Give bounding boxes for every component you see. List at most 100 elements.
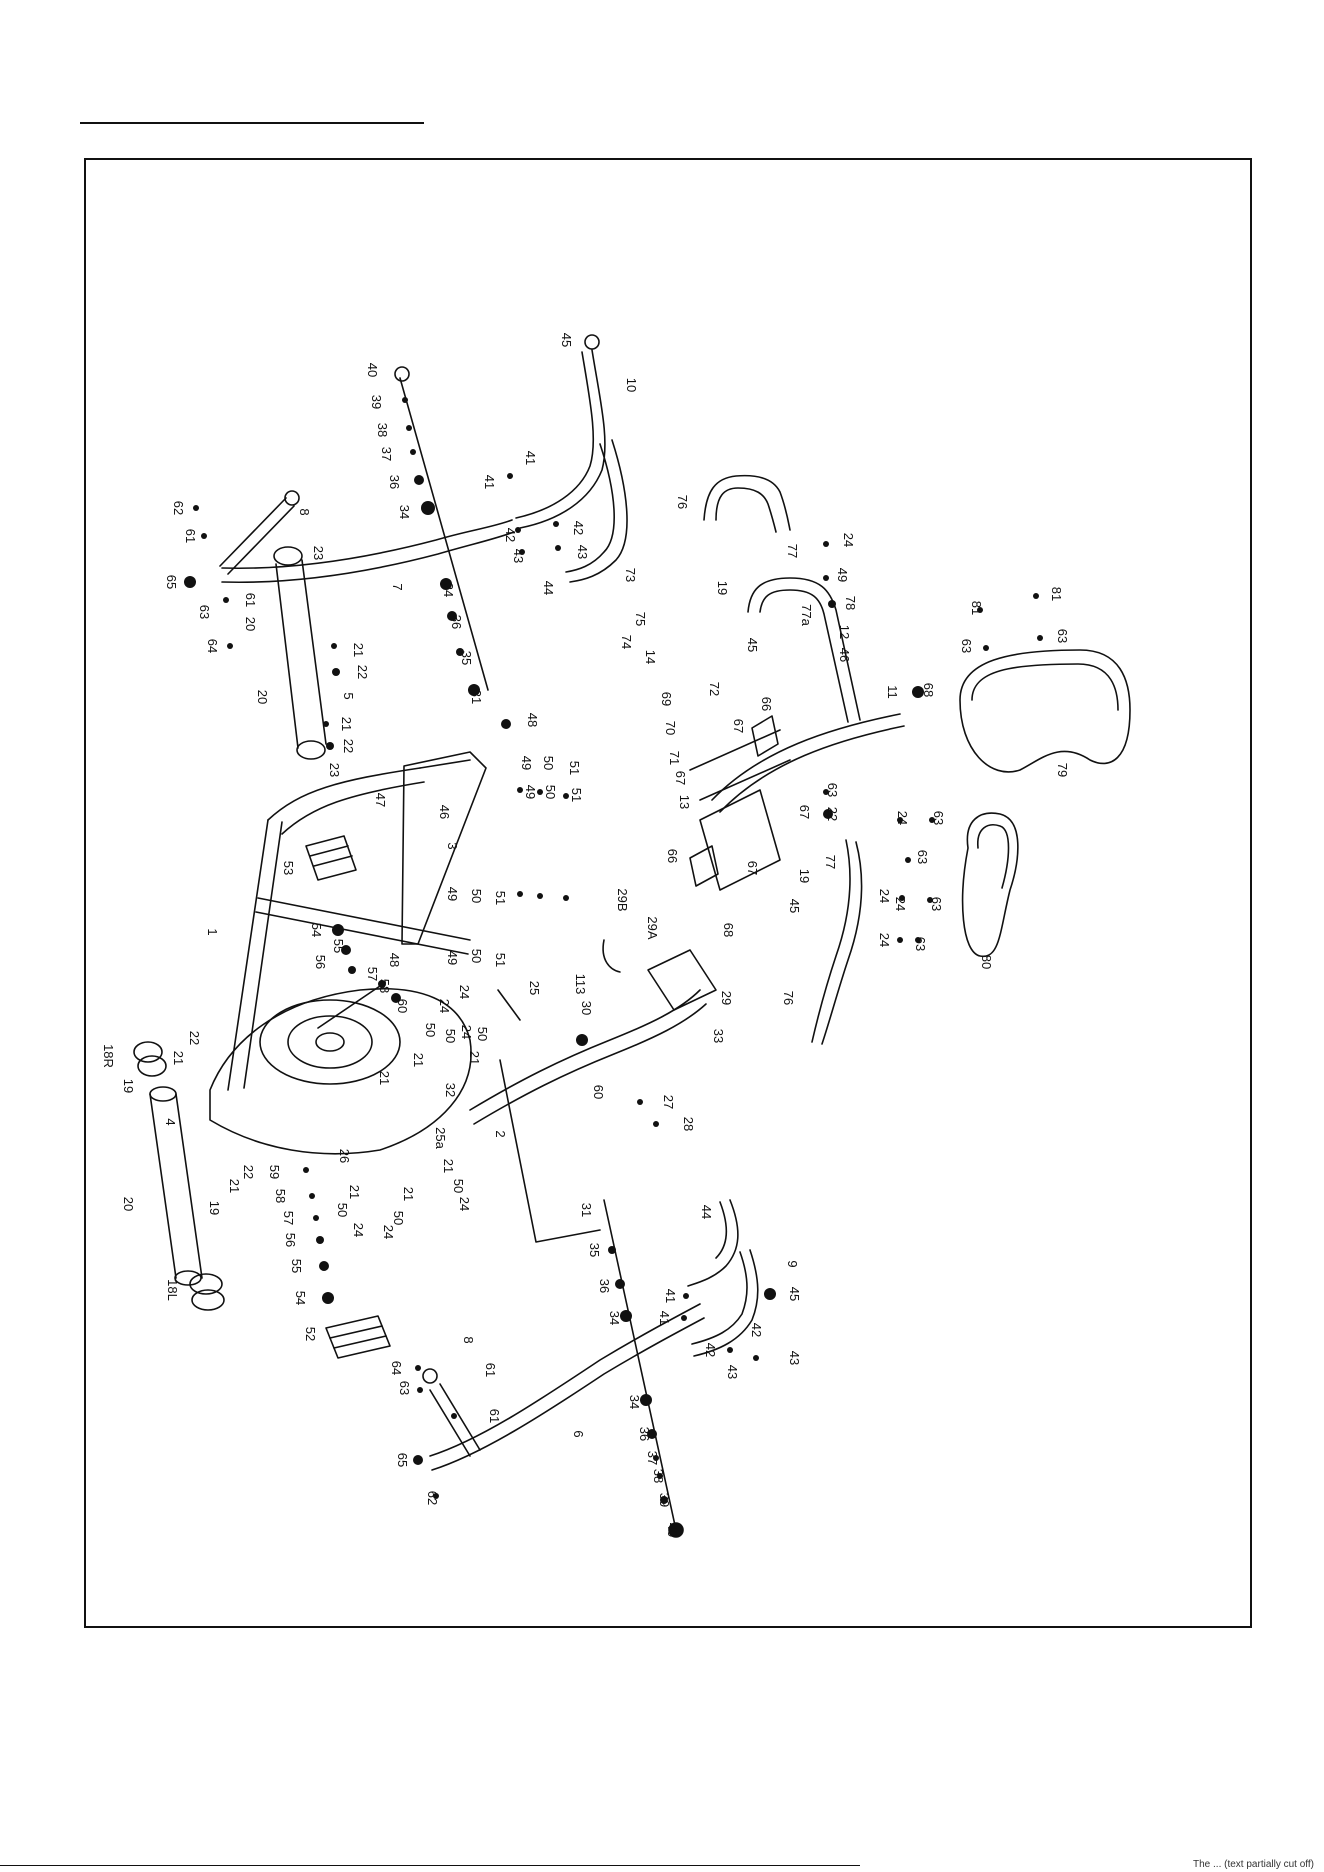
part-label-36: 36 — [387, 475, 402, 489]
part-label-77: 77 — [785, 544, 800, 558]
part-label-44: 44 — [541, 581, 556, 595]
part-label-62: 62 — [171, 501, 186, 515]
part-label-76: 76 — [675, 495, 690, 509]
part-label-67: 67 — [731, 719, 746, 733]
part-label-50: 50 — [541, 756, 556, 770]
part-label-63: 63 — [1055, 629, 1070, 643]
part-label-41: 41 — [482, 475, 497, 489]
handlebar-tube-10 — [519, 349, 606, 529]
part-label-67: 67 — [745, 861, 760, 875]
part-label-31: 31 — [579, 1203, 594, 1217]
part-label-22: 22 — [187, 1031, 202, 1045]
part-label-22: 22 — [825, 807, 840, 821]
part-label-58: 58 — [377, 979, 392, 993]
footer-note: The ... (text partially cut off) — [1193, 1859, 1314, 1870]
part-label-29B: 29B — [615, 888, 630, 911]
part-label-24: 24 — [877, 933, 892, 947]
part-label-8: 8 — [461, 1336, 476, 1343]
part-label-67: 67 — [797, 805, 812, 819]
part-label-50: 50 — [335, 1203, 350, 1217]
part-label-29: 29 — [719, 991, 734, 1005]
part-label-34: 34 — [607, 1311, 622, 1325]
part-label-22: 22 — [341, 739, 356, 753]
part-label-13: 13 — [677, 795, 692, 809]
part-label-59: 59 — [267, 1165, 282, 1179]
part-label-69: 69 — [659, 692, 674, 706]
part-label-50: 50 — [543, 785, 558, 799]
part-label-5: 5 — [341, 692, 356, 699]
part-label-45: 45 — [559, 333, 574, 347]
fastener-dots — [184, 397, 1043, 1504]
part-label-21: 21 — [401, 1187, 416, 1201]
part-label-24: 24 — [381, 1225, 396, 1239]
part-label-4: 4 — [163, 1118, 178, 1125]
part-outlines — [133, 334, 1131, 1538]
part-label-62: 62 — [425, 1491, 440, 1505]
part-label-24: 24 — [457, 985, 472, 999]
part-label-51: 51 — [567, 761, 582, 775]
part-label-50: 50 — [469, 949, 484, 963]
part-label-54: 54 — [309, 923, 324, 937]
part-label-21: 21 — [351, 643, 366, 657]
part-label-57: 57 — [365, 967, 380, 981]
part-label-50: 50 — [391, 1211, 406, 1225]
part-label-7: 7 — [390, 583, 405, 590]
part-label-31: 31 — [469, 690, 484, 704]
part-label-20: 20 — [121, 1197, 136, 1211]
part-label-8: 8 — [297, 508, 312, 515]
part-label-21: 21 — [377, 1071, 392, 1085]
part-label-71: 71 — [667, 751, 682, 765]
part-label-63: 63 — [915, 850, 930, 864]
part-label-9: 9 — [785, 1260, 800, 1267]
part-label-68: 68 — [921, 683, 936, 697]
part-label-21: 21 — [227, 1179, 242, 1193]
part-label-45: 45 — [787, 899, 802, 913]
part-label-55: 55 — [289, 1259, 304, 1273]
part-label-74: 74 — [619, 635, 634, 649]
part-label-45: 45 — [745, 638, 760, 652]
part-label-63: 63 — [931, 811, 946, 825]
part-label-55: 55 — [331, 939, 346, 953]
part-label-50: 50 — [475, 1027, 490, 1041]
part-label-33: 33 — [711, 1029, 726, 1043]
part-label-36: 36 — [597, 1279, 612, 1293]
part-label-30: 30 — [579, 1001, 594, 1015]
part-label-19: 19 — [121, 1079, 136, 1093]
part-label-72: 72 — [707, 682, 722, 696]
part-label-25: 25 — [527, 981, 542, 995]
part-label-49: 49 — [445, 887, 460, 901]
part-label-57: 57 — [281, 1211, 296, 1225]
part-label-67: 67 — [673, 771, 688, 785]
part-label-63: 63 — [825, 783, 840, 797]
part-label-49: 49 — [519, 756, 534, 770]
part-label-20: 20 — [243, 617, 258, 631]
part-label-32: 32 — [443, 1083, 458, 1097]
arm-tube-7 — [221, 519, 513, 570]
part-label-24: 24 — [351, 1223, 366, 1237]
part-label-34: 34 — [397, 505, 412, 519]
part-label-81: 81 — [969, 601, 984, 615]
part-label-25a: 25a — [433, 1127, 448, 1149]
part-label-54: 54 — [293, 1291, 308, 1305]
header-rule — [80, 122, 424, 124]
part-label-21: 21 — [467, 1051, 482, 1065]
part-label-50: 50 — [443, 1029, 458, 1043]
part-label-77: 77 — [823, 855, 838, 869]
part-label-65: 65 — [395, 1453, 410, 1467]
part-label-63: 63 — [913, 937, 928, 951]
seat-cushion-79 — [959, 649, 1131, 773]
part-label-24: 24 — [893, 897, 908, 911]
part-label-53: 53 — [281, 861, 296, 875]
part-label-51: 51 — [569, 788, 584, 802]
part-label-76: 76 — [781, 991, 796, 1005]
part-label-49: 49 — [445, 951, 460, 965]
part-label-21: 21 — [441, 1159, 456, 1173]
part-label-66: 66 — [759, 697, 774, 711]
part-label-24: 24 — [877, 889, 892, 903]
part-label-36: 36 — [637, 1427, 652, 1441]
part-label-34: 34 — [441, 583, 456, 597]
backrest-80 — [961, 812, 1019, 958]
part-label-1: 1 — [205, 928, 220, 935]
part-label-61: 61 — [183, 529, 198, 543]
part-label-80: 80 — [979, 955, 994, 969]
